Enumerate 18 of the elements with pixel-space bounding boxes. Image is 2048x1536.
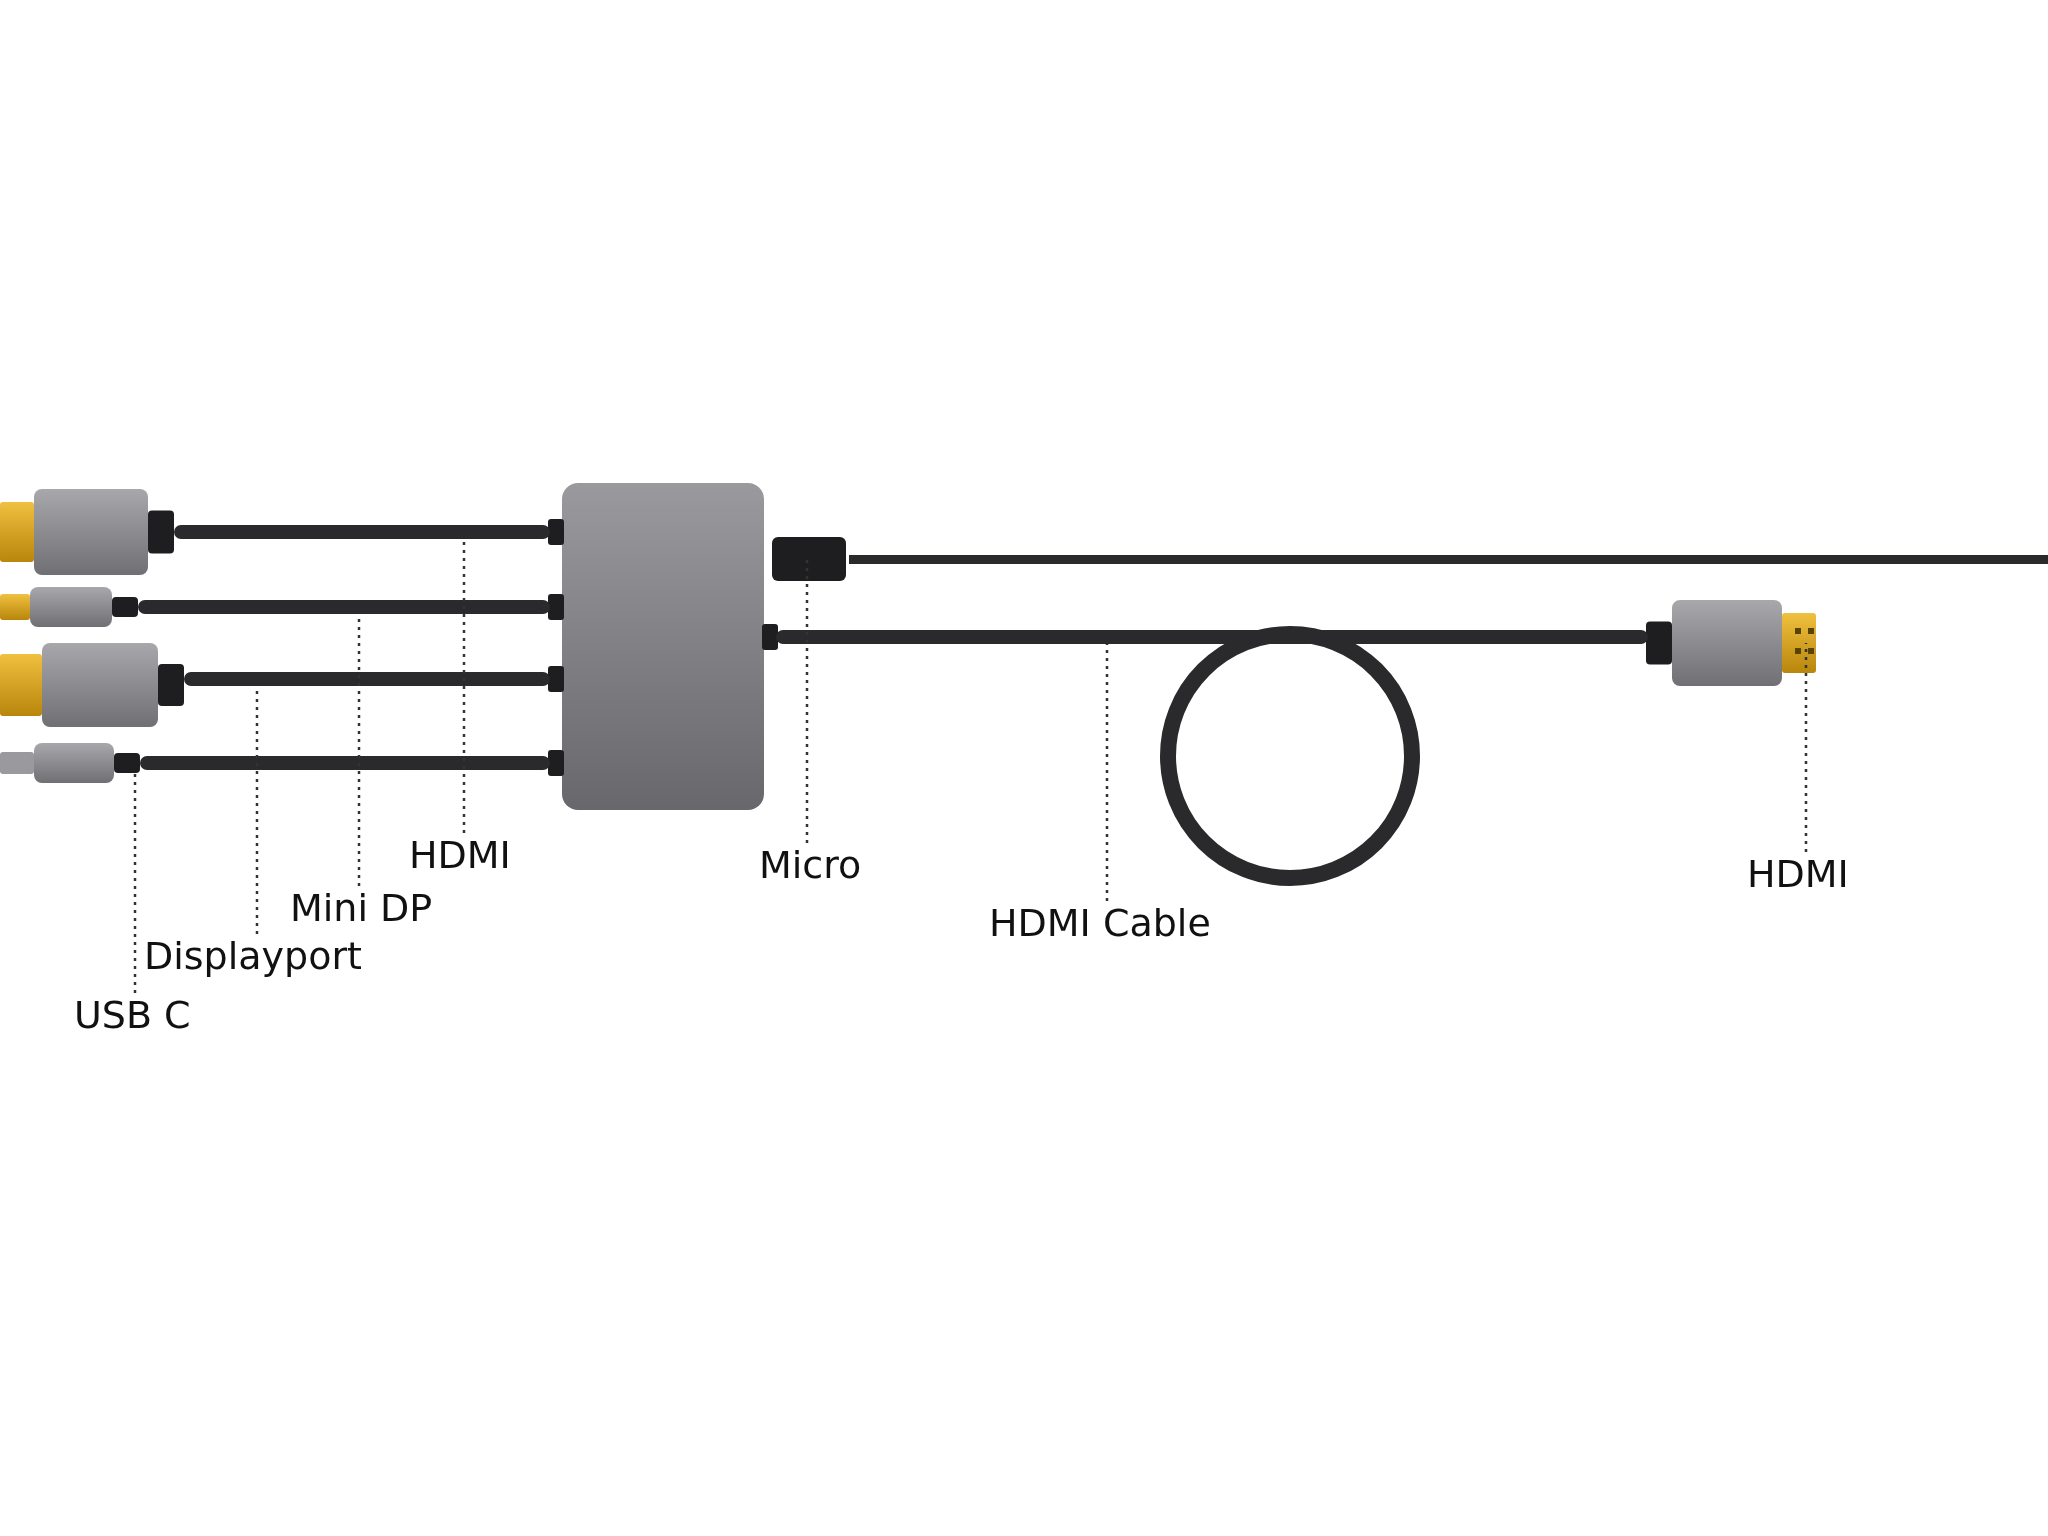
cable (138, 600, 550, 614)
micro-usb-plug (772, 537, 846, 581)
cable (776, 630, 1648, 644)
part-label: Mini DP (290, 886, 433, 930)
leader-line (462, 539, 466, 833)
part-label: HDMI Cable (989, 901, 1211, 945)
part-label: HDMI (409, 833, 511, 877)
part-label: Displayport (144, 934, 362, 978)
part-label: HDMI (1747, 852, 1849, 896)
part-label: Micro (759, 843, 862, 887)
cable (174, 525, 550, 539)
leader-line (1105, 644, 1109, 901)
hdmi-plug-tip (1782, 613, 1816, 673)
part-label: USB C (74, 993, 191, 1037)
leader-line (1804, 643, 1808, 852)
leader-line (805, 559, 809, 843)
cable (140, 756, 550, 770)
cable (184, 672, 550, 686)
